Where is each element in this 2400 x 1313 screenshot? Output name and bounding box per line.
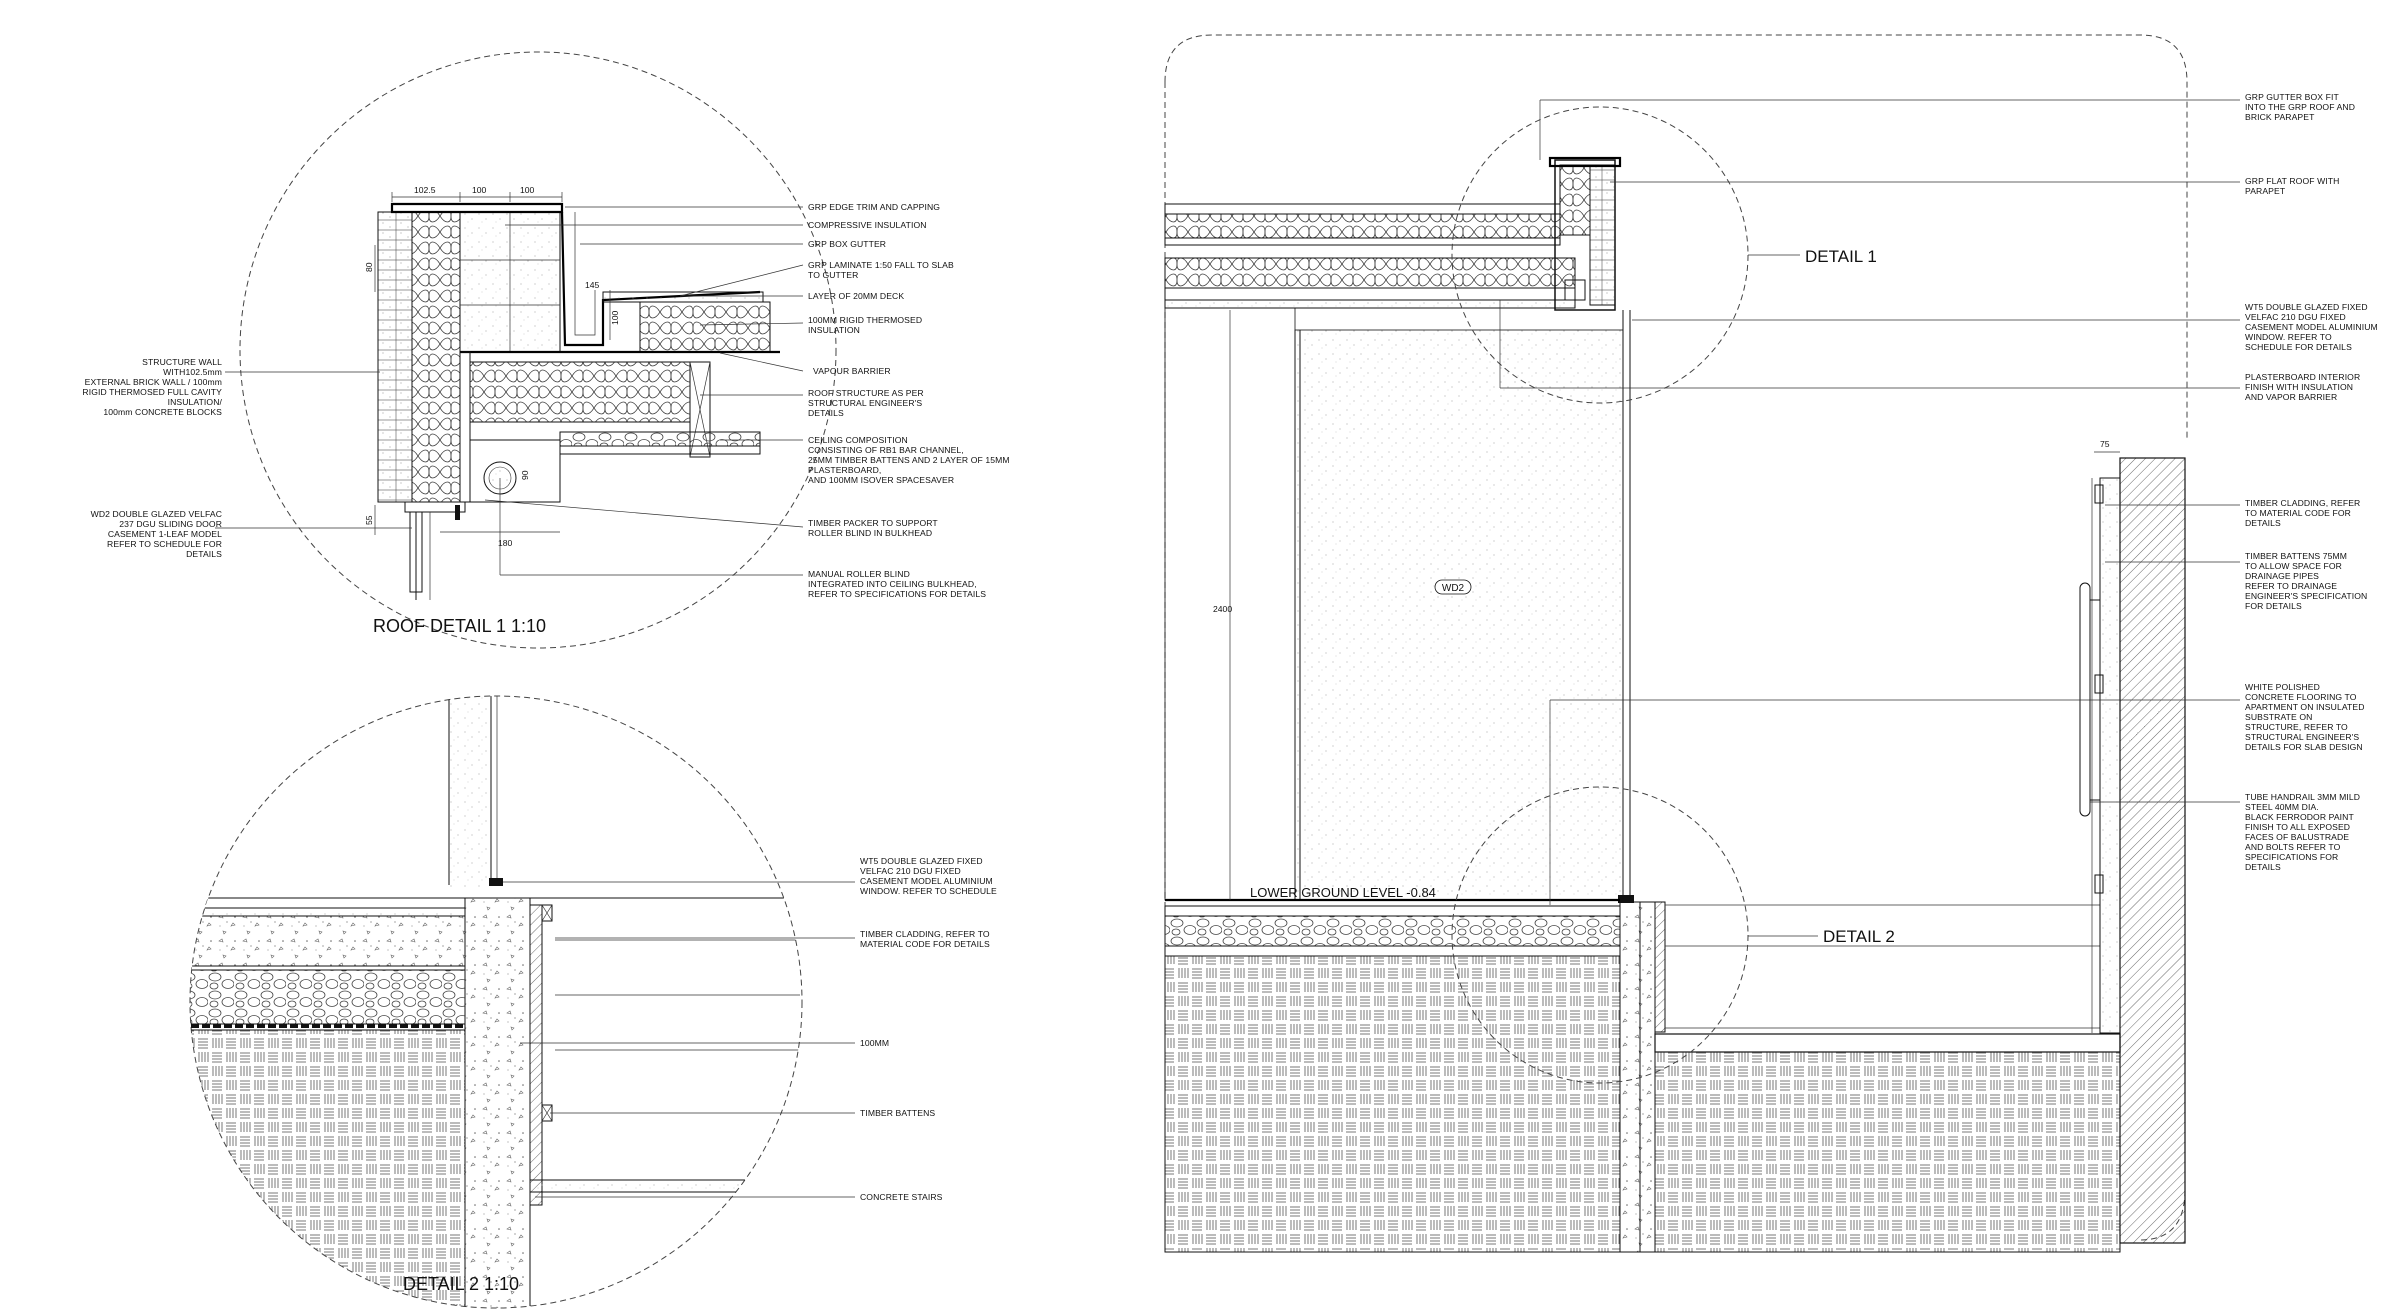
lower-ground-level-label: LOWER GROUND LEVEL -0.84 (1250, 885, 1436, 900)
ceiling-insulation (1164, 257, 1576, 289)
dim-80: 80 (364, 262, 374, 272)
dim-180: 180 (498, 538, 513, 548)
section-elevation: 75 DETAIL 1 DETAIL 2 LOWER GROUND LEVEL … (1164, 34, 2378, 1253)
roof-top-dimensions: 102.5 100 100 80 145 100 90 55 180 (364, 185, 620, 548)
roof-detail-1: 102.5 100 100 80 145 100 90 55 180 (82, 51, 1010, 649)
deck-layer (602, 291, 764, 303)
timber-cladding (529, 904, 543, 1206)
detail-2-title: DETAIL 2 1:10 (403, 1274, 519, 1294)
roof-structure-insulation (469, 361, 691, 423)
wt5-window-sill (489, 878, 503, 886)
section-right-wall (2119, 457, 2186, 1244)
ground-fill (190, 1029, 466, 1308)
concrete-slab (190, 915, 466, 967)
rigid-insulation (639, 301, 771, 353)
ceiling-composition (559, 431, 761, 447)
dim-top-3: 100 (520, 185, 535, 195)
note-vapour-barrier: VAPOUR BARRIER (813, 366, 891, 376)
section-boundary-top (1164, 34, 2188, 440)
dim-top-1: 102.5 (414, 185, 436, 195)
grp-capping (390, 202, 564, 214)
wd2-tag: WD2 (1442, 583, 1465, 594)
section-ground-fill (1164, 955, 1621, 1253)
detail-1-callout-label: DETAIL 1 (1805, 247, 1877, 266)
roof-detail-boundary (239, 51, 837, 649)
roof-capping-line (1164, 203, 1561, 215)
note-timber-battens: TIMBER BATTENS (860, 1108, 935, 1118)
wd2-door-panel (1294, 329, 1624, 901)
brick-wall (377, 211, 413, 503)
roof-leaders (215, 206, 804, 576)
section-leaders (1499, 99, 2240, 905)
detail2-leaders (503, 881, 855, 1198)
detail-2-callout-circle (1451, 786, 1749, 1084)
hardcore-layer (190, 969, 466, 1025)
bulkhead (469, 439, 561, 503)
note-grp-edge-trim: GRP EDGE TRIM AND CAPPING (808, 202, 940, 212)
concrete-wall (464, 897, 531, 1308)
timber-joist (689, 361, 711, 458)
dim-145: 145 (585, 280, 600, 290)
concrete-stair (529, 1179, 802, 1193)
cavity-insulation (411, 211, 461, 503)
note-compressive-insulation: COMPRESSIVE INSULATION (808, 220, 927, 230)
detail-2-callout-label: DETAIL 2 (1823, 927, 1895, 946)
roof-detail-title: ROOF DETAIL 1 1:10 (373, 616, 546, 636)
note-concrete-stairs: CONCRETE STAIRS (860, 1192, 943, 1202)
tube-handrail (2079, 582, 2091, 817)
dim-100: 100 (610, 310, 620, 325)
note-grp-box-gutter: GRP BOX GUTTER (808, 239, 886, 249)
dim-55: 55 (364, 515, 374, 525)
note-100mm: 100MM (860, 1038, 889, 1048)
section-dim-75: 75 (2100, 439, 2110, 449)
roof-notes-right: GRP EDGE TRIM AND CAPPING COMPRESSIVE IN… (808, 202, 1010, 599)
note-deck-layer: LAYER OF 20MM DECK (808, 291, 904, 301)
section-height-2400: 2400 (1213, 604, 1232, 614)
roof-insulation (1164, 213, 1561, 239)
dim-90: 90 (520, 470, 530, 480)
dim-top-2: 100 (472, 185, 487, 195)
